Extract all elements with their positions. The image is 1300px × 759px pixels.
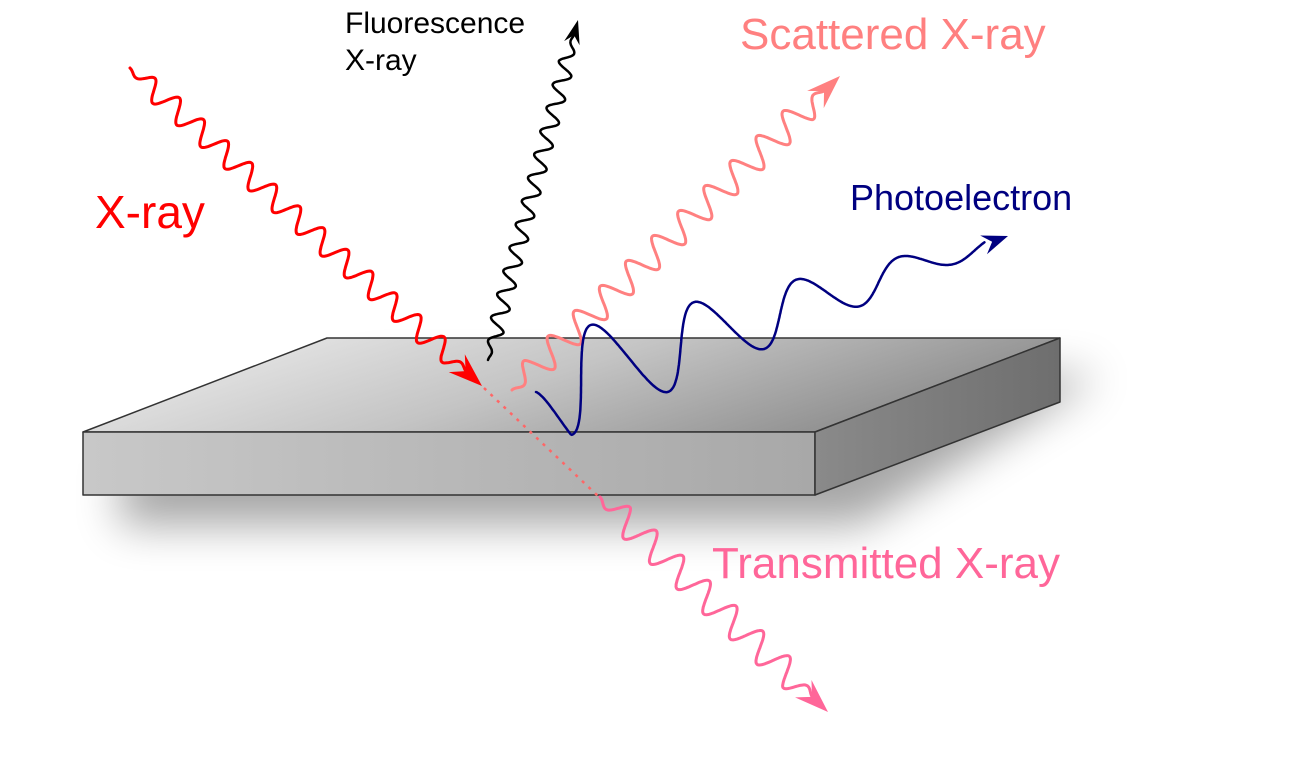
fluorescence-label-line2: X-ray xyxy=(345,44,417,77)
photoelectron-wave xyxy=(534,241,986,437)
transmitted-arrowhead xyxy=(795,679,828,712)
scattered-x-ray-wave xyxy=(510,88,827,392)
scattered-arrowhead xyxy=(807,76,840,109)
transmitted-x-ray-label: Transmitted X-ray xyxy=(712,539,1060,588)
fluorescence-x-ray-wave xyxy=(486,32,576,362)
photoelectron-label: Photoelectron xyxy=(850,177,1072,218)
slab-front-face xyxy=(82,431,816,496)
fluorescence-arrowhead xyxy=(564,20,580,46)
transmitted-x-ray-wave xyxy=(598,495,815,700)
incident-arrowhead xyxy=(448,354,482,386)
incident-x-ray-label: X-ray xyxy=(95,186,205,238)
sample-slab xyxy=(82,337,1061,496)
fluorescence-label-line1: Fluorescence xyxy=(345,7,525,40)
photoelectron-arrowhead xyxy=(980,235,1008,255)
incident-x-ray-wave xyxy=(128,66,469,374)
slab-side-face xyxy=(814,337,1061,496)
scattered-x-ray-label: Scattered X-ray xyxy=(740,10,1046,59)
